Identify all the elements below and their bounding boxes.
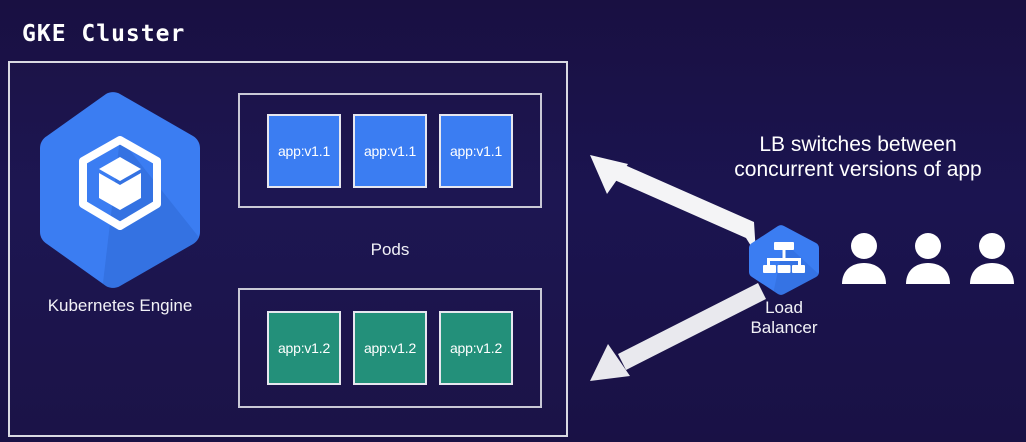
lb-annotation: LB switches between concurrent versions … bbox=[690, 133, 1026, 183]
pod-group-v1-1: app:v1.1 app:v1.1 app:v1.1 bbox=[238, 93, 542, 208]
kubernetes-engine-hexagon-icon bbox=[31, 90, 209, 290]
pod-app-v1-1: app:v1.1 bbox=[353, 113, 427, 188]
load-balancer-hexagon-icon bbox=[745, 224, 823, 296]
user-icon bbox=[904, 232, 952, 284]
load-balancer-label-line-1: Load bbox=[765, 298, 803, 317]
user-icon bbox=[840, 232, 888, 284]
gke-cluster-boundary bbox=[8, 61, 568, 437]
kubernetes-engine-label: Kubernetes Engine bbox=[47, 296, 193, 315]
lb-annotation-line-2: concurrent versions of app bbox=[734, 157, 982, 181]
load-balancer-node: Load Balancer bbox=[737, 224, 831, 338]
users-group bbox=[840, 232, 1016, 284]
pod-app-v1-1: app:v1.1 bbox=[267, 113, 341, 188]
lb-annotation-line-1: LB switches between bbox=[759, 133, 957, 156]
arrow-to-v11-pods bbox=[586, 150, 766, 260]
page-title: GKE Cluster bbox=[22, 21, 186, 47]
pod-app-v1-1: app:v1.1 bbox=[439, 113, 513, 188]
pod-app-v1-2: app:v1.2 bbox=[353, 311, 427, 385]
arrow-to-v12-pods bbox=[586, 278, 766, 388]
pod-group-v1-2: app:v1.2 app:v1.2 app:v1.2 bbox=[238, 288, 542, 408]
pod-app-v1-2: app:v1.2 bbox=[267, 311, 341, 385]
load-balancer-label: Load Balancer bbox=[750, 298, 817, 338]
kubernetes-engine-node: Kubernetes Engine bbox=[22, 90, 218, 340]
pods-label: Pods bbox=[370, 240, 410, 259]
load-balancer-label-line-2: Balancer bbox=[750, 318, 818, 338]
pod-app-v1-2: app:v1.2 bbox=[439, 311, 513, 385]
user-icon bbox=[968, 232, 1016, 284]
